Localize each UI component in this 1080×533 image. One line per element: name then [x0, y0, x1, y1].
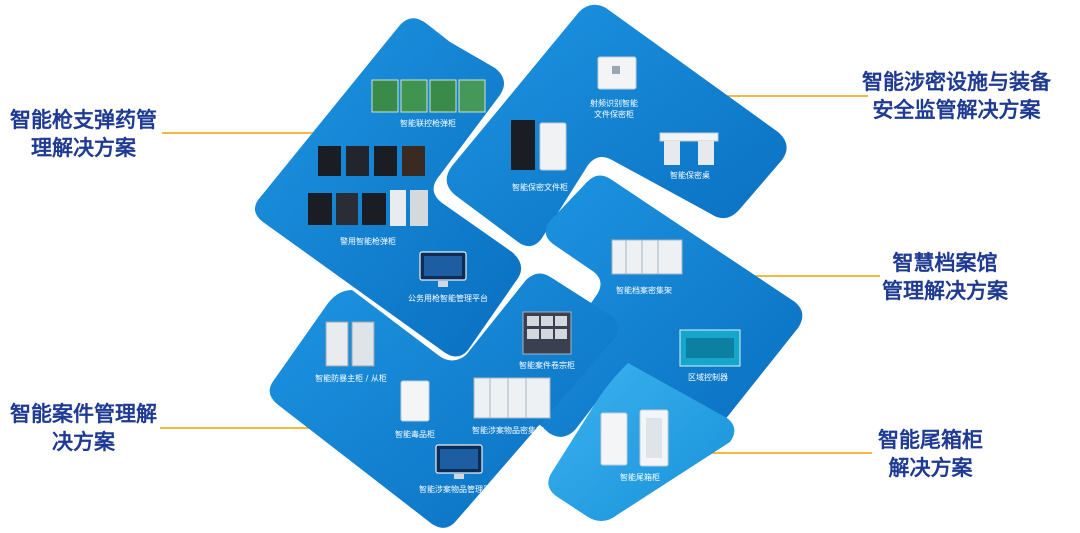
connector-lines	[160, 95, 880, 454]
label-case-line1: 智能案件管理解	[10, 402, 157, 426]
label-firearms-line2: 理解决方案	[31, 136, 136, 160]
product-tail-box-cabinet: 智能尾箱柜	[600, 409, 669, 482]
caption-anti-riot-cabinet: 智能防暴主柜 / 从柜	[315, 373, 387, 383]
product-secret-file-cabinet: 智能保密文件柜	[511, 120, 568, 192]
label-classified: 智能涉密设施与装备 安全监管解决方案	[862, 68, 1051, 124]
product-drug-cabinet: 智能毒品柜	[395, 380, 435, 439]
product-gun-platform: 公务用枪智能管理平台	[408, 251, 488, 303]
caption-evidence-platform: 智能涉案物品管理平台	[419, 484, 499, 494]
product-rfid-file-cabinet: 射频识别智能 文件保密柜	[590, 56, 638, 119]
label-archive: 智慧档案馆 管理解决方案	[882, 249, 1008, 305]
label-tail: 智能尾箱柜 解决方案	[878, 426, 983, 482]
label-classified-line1: 智能涉密设施与装备	[862, 70, 1051, 94]
product-archive-rack: 智能档案密集架	[611, 239, 683, 295]
caption-rfid-file-cabinet-l1: 射频识别智能	[590, 98, 638, 108]
product-anti-riot-cabinet: 智能防暴主柜 / 从柜	[315, 321, 387, 383]
label-tail-line1: 智能尾箱柜	[878, 428, 983, 452]
caption-secret-file-cabinet: 智能保密文件柜	[512, 182, 568, 192]
product-evidence-rack: 智能涉案物品密集架	[472, 377, 551, 435]
caption-tail-box-cabinet: 智能尾箱柜	[620, 472, 660, 482]
caption-gun-platform: 公务用枪智能管理平台	[408, 293, 488, 303]
tiles	[254, 4, 803, 528]
label-case-line2: 决方案	[52, 430, 115, 454]
product-evidence-platform: 智能涉案物品管理平台	[419, 444, 499, 494]
label-firearms: 智能枪支弹药管 理解决方案	[10, 106, 157, 162]
product-secret-desk: 智能保密桌	[659, 132, 719, 180]
caption-case-roll-cabinet: 智能案件卷宗柜	[519, 360, 575, 370]
product-gun-cabinet-smart-control: 智能联控枪弹柜	[371, 79, 486, 128]
caption-archive-rack: 智能档案密集架	[616, 285, 672, 295]
caption-evidence-rack: 智能涉案物品密集架	[472, 425, 544, 435]
caption-secret-desk: 智能保密桌	[670, 170, 710, 180]
caption-police-gun-cabinet: 警用智能枪弹柜	[340, 236, 396, 246]
label-firearms-line1: 智能枪支弹药管	[10, 108, 157, 132]
tile-classified	[446, 4, 787, 247]
label-archive-line2: 管理解决方案	[882, 279, 1008, 303]
label-archive-line1: 智慧档案馆	[892, 251, 998, 275]
label-tail-line2: 解决方案	[888, 456, 973, 480]
product-case-roll-cabinet: 智能案件卷宗柜	[519, 311, 575, 370]
product-zone-controller: 区域控制器	[679, 329, 741, 382]
caption-rfid-file-cabinet-l2: 文件保密柜	[594, 109, 634, 119]
product-police-gun-cabinet: 警用智能枪弹柜	[308, 146, 428, 246]
tile-archive	[523, 175, 803, 437]
label-case: 智能案件管理解 决方案	[10, 400, 157, 456]
caption-gun-cabinet-smart-control: 智能联控枪弹柜	[400, 118, 456, 128]
label-classified-line2: 安全监管解决方案	[872, 98, 1041, 122]
caption-zone-controller: 区域控制器	[688, 372, 728, 382]
caption-drug-cabinet: 智能毒品柜	[395, 429, 435, 439]
